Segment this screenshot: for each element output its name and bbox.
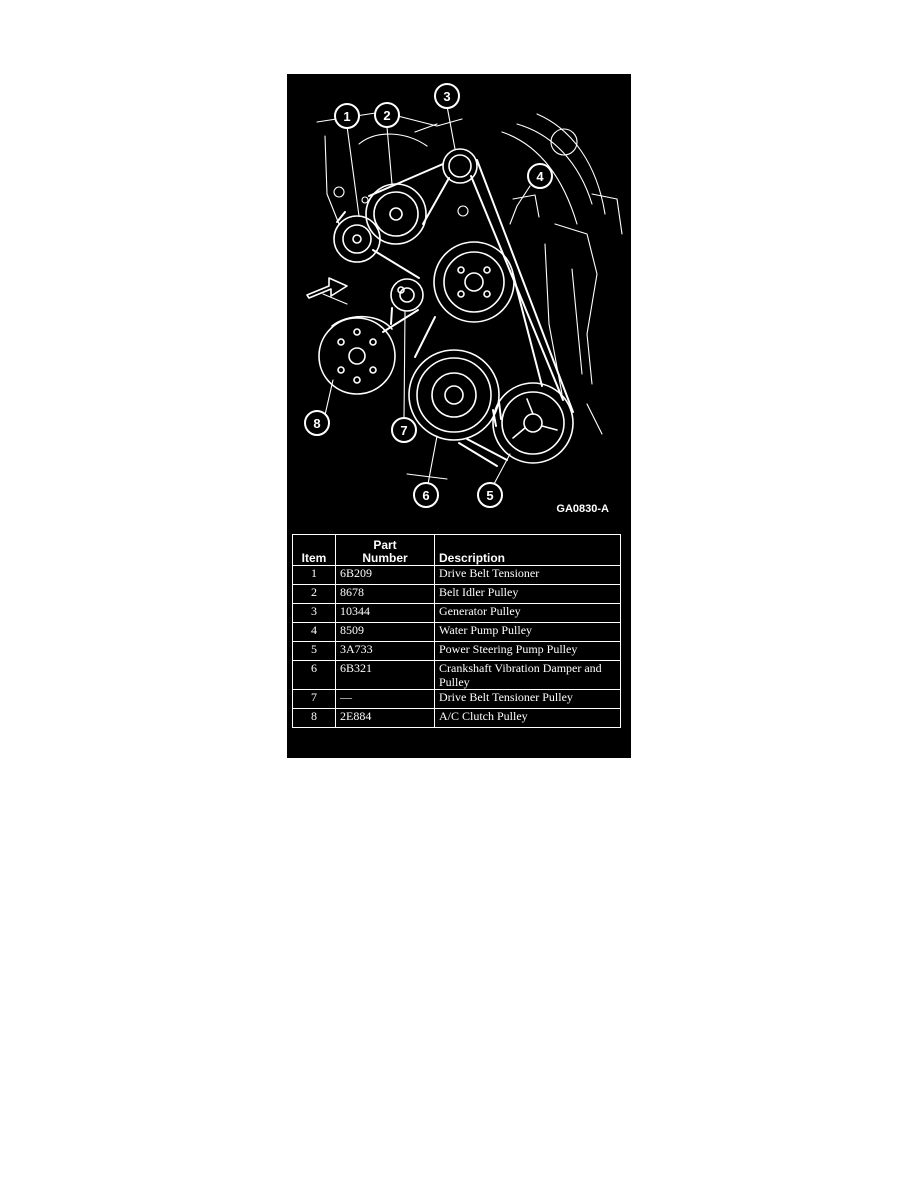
cell-part-number: 8678 [335, 584, 435, 604]
callout-8: 8 [304, 410, 330, 436]
cell-description: Crankshaft Vibration Damper and Pulley [434, 660, 621, 690]
callout-label: 8 [313, 416, 320, 431]
cell-item: 5 [292, 641, 336, 661]
header-part-number: Part Number [335, 534, 435, 566]
callout-label: 5 [486, 488, 493, 503]
cell-item: 4 [292, 622, 336, 642]
cell-item: 1 [292, 565, 336, 585]
callout-label: 3 [443, 89, 450, 104]
callout-label: 2 [383, 108, 390, 123]
header-description: Description [434, 534, 621, 566]
ac-clutch-pulley [318, 315, 396, 395]
parts-legend-table: Item Part Number Description 1 6B209 Dri… [292, 534, 621, 728]
cell-part-number: — [335, 689, 435, 709]
cell-part-number: 10344 [335, 603, 435, 623]
belt-diagram-svg: 1 2 3 4 5 [304, 83, 623, 515]
power-steering-pulley [492, 382, 574, 464]
cell-description: Drive Belt Tensioner [434, 565, 621, 585]
callouts: 1 2 3 4 5 [304, 83, 553, 508]
callout-4: 4 [527, 163, 553, 189]
engine-outline [316, 111, 623, 480]
cell-description: Drive Belt Tensioner Pulley [434, 689, 621, 709]
crankshaft-pulley [408, 349, 500, 441]
header-part-line2: Number [362, 551, 408, 565]
table-row: 2 8678 Belt Idler Pulley [292, 584, 621, 604]
rotation-arrow [306, 277, 348, 299]
callout-label: 1 [343, 109, 350, 124]
callout-label: 4 [536, 169, 544, 184]
cell-part-number: 2E884 [335, 708, 435, 728]
belt-diagram: 1 2 3 4 5 [287, 74, 631, 534]
callout-leaders [324, 105, 531, 485]
header-part-line1: Part [373, 538, 397, 552]
table-row: 1 6B209 Drive Belt Tensioner [292, 565, 621, 585]
cell-item: 3 [292, 603, 336, 623]
table-row: 6 6B321 Crankshaft Vibration Damper and … [292, 660, 621, 690]
cell-part-number: 3A733 [335, 641, 435, 661]
belt-routing-figure: 1 2 3 4 5 [287, 74, 631, 758]
cell-part-number: 8509 [335, 622, 435, 642]
tensioner-pulley [333, 215, 381, 263]
cell-part-number: 6B321 [335, 660, 435, 690]
table-row: 4 8509 Water Pump Pulley [292, 622, 621, 642]
callout-3: 3 [434, 83, 460, 109]
cell-item: 8 [292, 708, 336, 728]
cell-description: Belt Idler Pulley [434, 584, 621, 604]
callout-7: 7 [391, 417, 417, 443]
callout-6: 6 [413, 482, 439, 508]
header-item: Item [292, 534, 336, 566]
callout-5: 5 [477, 482, 503, 508]
callout-label: 6 [422, 488, 429, 503]
table-row: 3 10344 Generator Pulley [292, 603, 621, 623]
table-row: 7 — Drive Belt Tensioner Pulley [292, 689, 621, 709]
generator-pulley [442, 148, 478, 184]
callout-1: 1 [334, 103, 360, 129]
table-row: 5 3A733 Power Steering Pump Pulley [292, 641, 621, 661]
table-row: 8 2E884 A/C Clutch Pulley [292, 708, 621, 728]
cell-item: 2 [292, 584, 336, 604]
water-pump-pulley [433, 241, 515, 323]
belt-tensioner-pulley [390, 278, 424, 312]
cell-description: A/C Clutch Pulley [434, 708, 621, 728]
cell-description: Generator Pulley [434, 603, 621, 623]
callout-2: 2 [374, 102, 400, 128]
cell-description: Power Steering Pump Pulley [434, 641, 621, 661]
drive-belt [336, 159, 574, 467]
cell-description: Water Pump Pulley [434, 622, 621, 642]
callout-label: 7 [400, 423, 407, 438]
cell-item: 6 [292, 660, 336, 690]
figure-id: GA0830-A [556, 503, 609, 515]
cell-part-number: 6B209 [335, 565, 435, 585]
legend-header-row: Item Part Number Description [292, 534, 621, 566]
cell-item: 7 [292, 689, 336, 709]
